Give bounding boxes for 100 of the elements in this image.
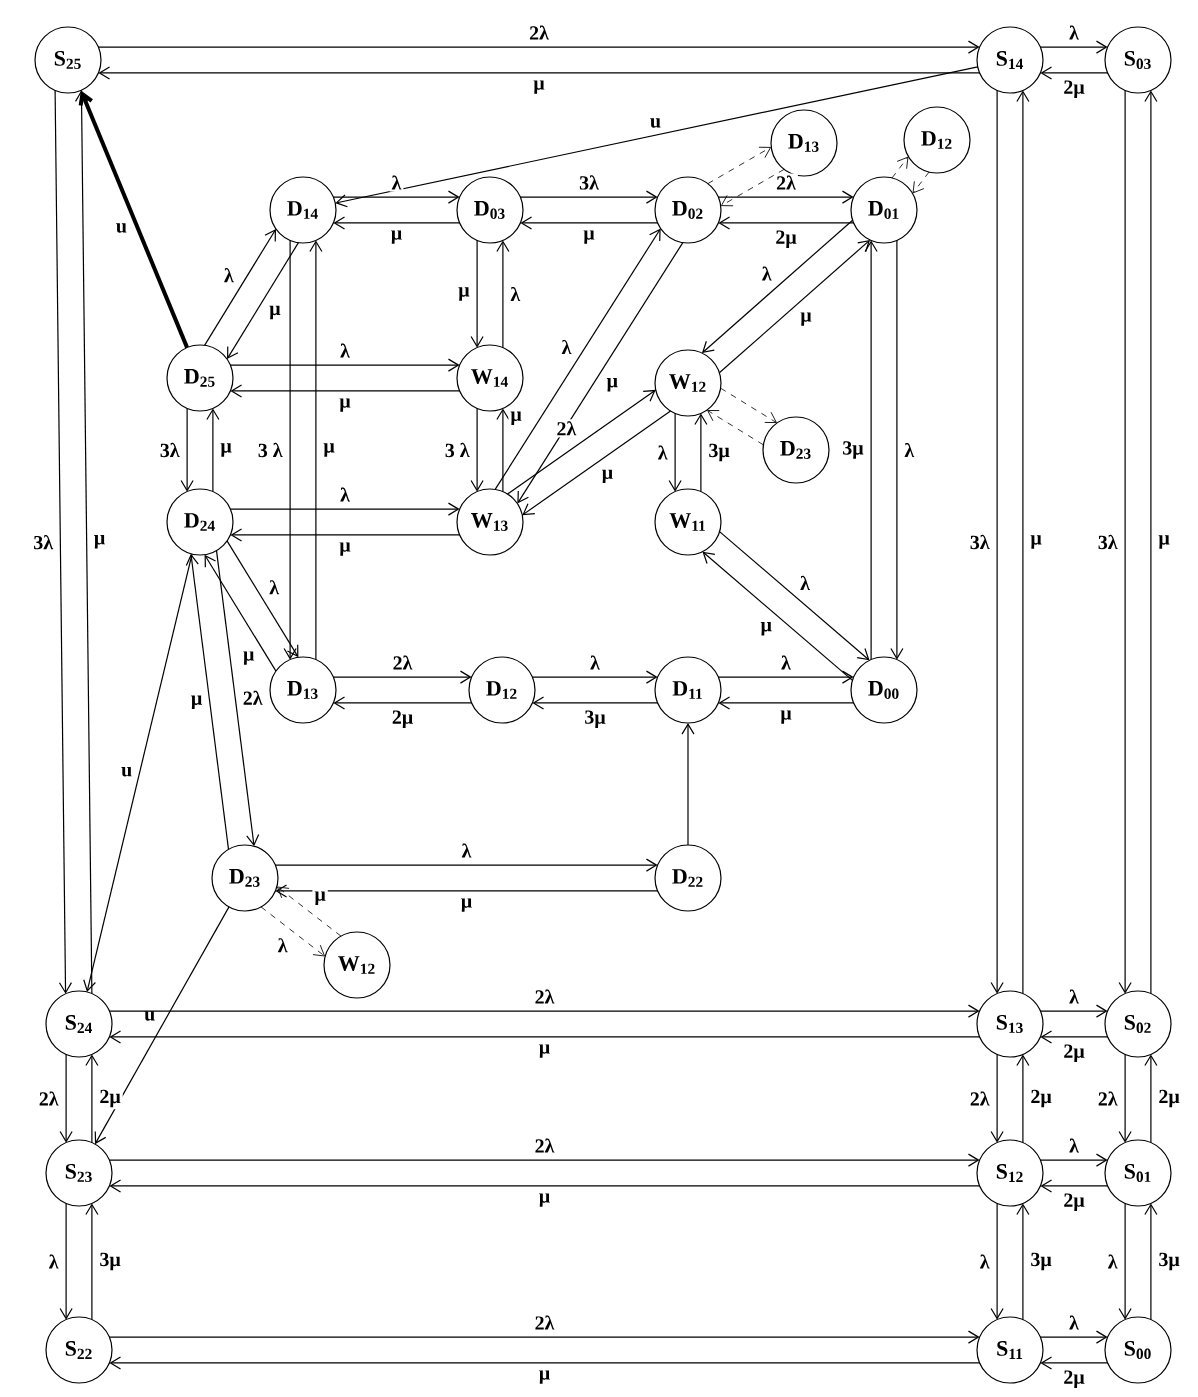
arrow xyxy=(109,1356,981,1370)
edge-label: λ xyxy=(389,173,404,192)
edge-label: 2λ xyxy=(532,1313,557,1332)
arrow xyxy=(332,670,472,684)
edge-label: 2μ xyxy=(1156,1087,1182,1110)
edge-label: λ xyxy=(267,578,282,597)
arrow xyxy=(532,696,659,710)
arrow xyxy=(108,1153,980,1167)
arrow xyxy=(335,66,979,208)
arrow xyxy=(98,66,981,80)
arrow xyxy=(1118,1053,1132,1143)
edge-label: 2μ xyxy=(97,1087,123,1110)
arrow xyxy=(1039,1330,1108,1344)
edge-label: λ xyxy=(1067,1313,1081,1332)
arrow xyxy=(720,387,777,423)
arrow xyxy=(891,156,909,179)
edge-label: 2μ xyxy=(773,228,799,250)
arrow xyxy=(1016,1054,1030,1144)
arrow xyxy=(681,723,695,846)
edge-label: 2μ xyxy=(1028,1087,1054,1110)
arrow xyxy=(522,410,672,516)
arrow xyxy=(309,240,323,661)
edge-label: 2λ xyxy=(554,419,579,438)
edge-label: λ xyxy=(902,440,917,460)
edge-label: μ xyxy=(1028,533,1044,551)
arrow xyxy=(227,242,299,360)
edge-label: λ xyxy=(46,1252,61,1271)
arrow xyxy=(204,228,276,346)
edge-label: 2λ xyxy=(36,1089,61,1108)
edge-label: u xyxy=(113,221,129,235)
arrow xyxy=(1040,1030,1109,1044)
edge-label: λ xyxy=(1105,1252,1120,1271)
edge-label: μ xyxy=(758,620,774,638)
arrow xyxy=(85,1203,99,1321)
arrow xyxy=(215,550,260,847)
edge-label: λ xyxy=(977,1252,992,1271)
arrow xyxy=(230,384,461,398)
edge-label: λ xyxy=(798,573,812,592)
edge-label: 3 λ xyxy=(255,440,285,460)
arrow xyxy=(531,670,658,684)
arrow xyxy=(283,239,297,660)
arrow xyxy=(108,1004,980,1018)
edge-label: 2λ xyxy=(527,23,551,42)
edge-label: μ xyxy=(604,376,620,394)
arrow xyxy=(180,407,194,492)
edge-label: 3μ xyxy=(840,439,866,461)
arrow xyxy=(185,553,230,851)
arrow xyxy=(1040,1356,1109,1370)
arrow xyxy=(990,89,1004,994)
arrow xyxy=(1039,1004,1108,1018)
edge-label: λ xyxy=(779,653,793,672)
arrow xyxy=(668,412,682,492)
arrow xyxy=(1039,40,1108,54)
arrow xyxy=(1144,1054,1158,1144)
edge-label: 3μ xyxy=(582,708,608,730)
edge-label: 3λ xyxy=(157,440,182,460)
arrow xyxy=(701,219,854,354)
arrow xyxy=(332,190,460,204)
edge-label: μ xyxy=(456,285,472,303)
arrow xyxy=(496,408,510,493)
edge-label: 2λ xyxy=(967,1089,992,1108)
arrow xyxy=(1144,90,1158,995)
arrow xyxy=(1118,1202,1132,1320)
arrow xyxy=(718,696,855,710)
arrow xyxy=(230,528,461,542)
edge-label: 3μ xyxy=(706,441,732,464)
edge-label: μ xyxy=(599,467,616,486)
edge-label: μ xyxy=(531,78,547,96)
arrow xyxy=(275,884,659,898)
edge-label: 3λ xyxy=(577,173,601,192)
arrow xyxy=(94,906,230,1145)
arrow xyxy=(108,1330,980,1344)
arrow xyxy=(717,670,854,684)
arrow xyxy=(83,553,193,992)
edge-label: λ xyxy=(1067,1136,1081,1155)
arrow xyxy=(890,239,904,660)
arrow xyxy=(864,240,878,661)
edge-label: μ xyxy=(321,441,337,459)
arrow xyxy=(78,90,189,349)
edge-label: 2μ xyxy=(1061,78,1087,100)
arrow xyxy=(333,216,461,230)
arrow xyxy=(517,242,684,504)
edge-label: λ xyxy=(655,443,670,462)
arrow xyxy=(54,89,73,994)
arrow xyxy=(494,228,661,491)
arrow xyxy=(333,696,473,710)
edge-label: u xyxy=(119,765,135,779)
edge-label: 2λ xyxy=(240,688,265,707)
edge-label: λ xyxy=(508,284,523,304)
arrow xyxy=(912,171,930,194)
arrow xyxy=(59,1053,73,1143)
arrow xyxy=(1040,1179,1109,1193)
edge-label: λ xyxy=(275,936,290,955)
arrow xyxy=(204,554,277,672)
edge-label: μ xyxy=(508,409,524,428)
edge-label: 2μ xyxy=(1061,1042,1087,1064)
arrow xyxy=(85,1054,99,1144)
edge-label: μ xyxy=(337,540,353,558)
arrow xyxy=(1016,90,1030,995)
edge-label: μ xyxy=(241,649,257,667)
